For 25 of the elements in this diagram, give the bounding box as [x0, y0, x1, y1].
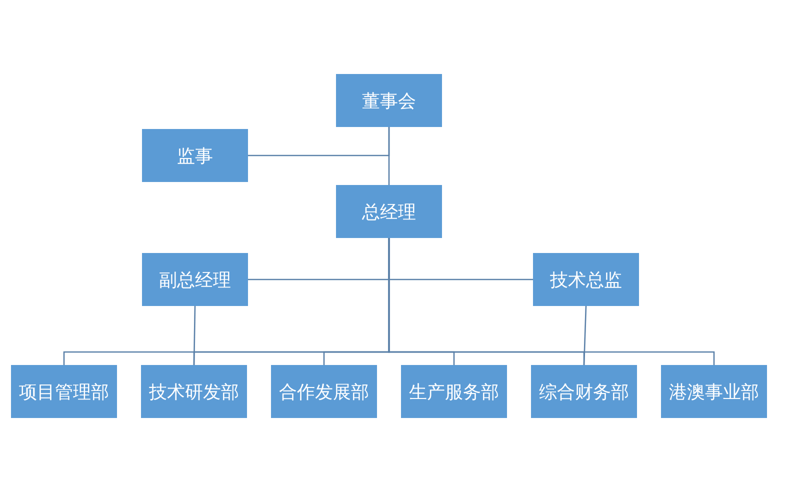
org-box	[11, 365, 117, 418]
org-box	[531, 365, 637, 418]
org-box	[661, 365, 767, 418]
org-box	[336, 74, 442, 127]
org-box	[271, 365, 377, 418]
org-box	[142, 253, 248, 306]
org-box	[533, 253, 639, 306]
box-label: 副总经理	[159, 268, 231, 292]
box-label: 生产服务部	[409, 380, 499, 404]
box-label: 技术总监	[550, 268, 622, 292]
org-box	[336, 185, 442, 238]
org-box	[401, 365, 507, 418]
box-label: 项目管理部	[19, 380, 109, 404]
box-label: 总经理	[362, 200, 416, 224]
connector-line	[583, 306, 587, 366]
org-box	[141, 365, 247, 418]
box-label: 港澳事业部	[669, 380, 759, 404]
connector-line	[248, 127, 390, 156]
box-label: 监事	[177, 144, 213, 168]
box-label: 综合财务部	[539, 380, 629, 404]
connector-line	[193, 306, 196, 366]
box-label: 董事会	[362, 90, 416, 112]
box-label: 技术研发部	[149, 380, 239, 404]
org-box	[142, 129, 248, 182]
box-label: 合作发展部	[279, 380, 369, 404]
